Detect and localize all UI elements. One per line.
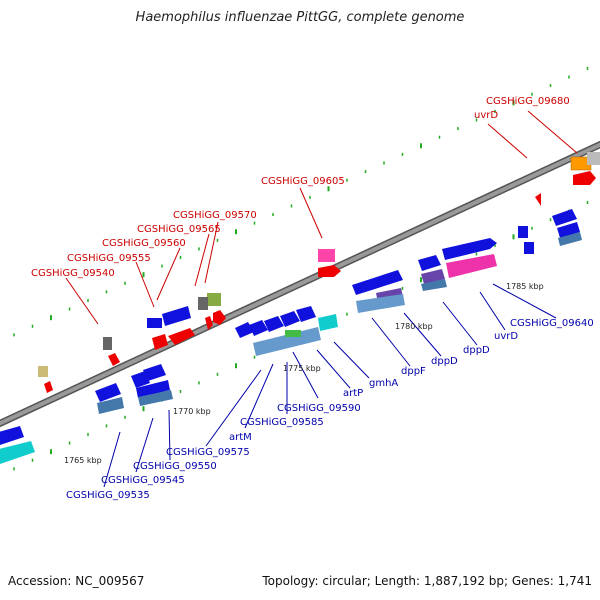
gene-blue-09550-1[interactable] (131, 371, 150, 388)
lower-strand-genes (0, 209, 582, 465)
gene-blue-long-dppD[interactable] (442, 238, 497, 260)
kbp-tick-1780: 1780 kbp (395, 322, 433, 331)
leader-lines (65, 110, 578, 488)
gene-blue-09550-2[interactable] (143, 364, 166, 381)
gene-blue-09545[interactable] (136, 380, 170, 398)
gene-steel-09545[interactable] (138, 390, 173, 406)
gene-blue-art-2[interactable] (249, 320, 268, 336)
gene-blue-small-1[interactable] (518, 226, 528, 238)
gene-magenta-dppD[interactable] (446, 254, 497, 278)
gene-blue-art-3[interactable] (264, 316, 284, 332)
gene-blue-right-2[interactable] (557, 222, 580, 238)
gene-red-small-arrow[interactable] (535, 193, 541, 206)
kbp-tick-1770: 1770 kbp (173, 407, 211, 416)
label-cgshigg-09575[interactable]: CGSHiGG_09575 (166, 447, 250, 458)
gene-09540-box[interactable] (103, 337, 112, 350)
upper-gene-labels: CGSHiGG_09680 uvrD CGSHiGG_09605 CGSHiGG… (31, 96, 570, 279)
kbp-tick-1775: 1775 kbp (283, 364, 321, 373)
gene-uvrD-top-box[interactable] (587, 152, 600, 165)
gene-red-left-arrow[interactable] (44, 381, 53, 393)
label-cgshigg-09540[interactable]: CGSHiGG_09540 (31, 268, 115, 279)
kbp-tick-1765: 1765 kbp (64, 456, 102, 465)
label-cgshigg-09585[interactable]: CGSHiGG_09585 (240, 417, 324, 428)
label-cgshigg-09640[interactable]: CGSHiGG_09640 (510, 318, 594, 329)
gene-red-top-arrow[interactable] (573, 171, 596, 185)
label-uvrd-top[interactable]: uvrD (474, 110, 498, 121)
label-cgshigg-09535[interactable]: CGSHiGG_09535 (66, 490, 150, 501)
gene-blue-top-2[interactable] (147, 318, 162, 328)
gene-cyan-artP[interactable] (318, 314, 338, 331)
label-cgshigg-09590[interactable]: CGSHiGG_09590 (277, 403, 361, 414)
gene-steel-dppF[interactable] (421, 279, 447, 291)
gene-steel-09535[interactable] (97, 397, 124, 414)
label-dppf[interactable]: dppF (401, 366, 426, 377)
label-cgshigg-09570[interactable]: CGSHiGG_09570 (173, 210, 257, 221)
gene-blue-gmhA[interactable] (352, 270, 403, 295)
gene-blue-09535[interactable] (95, 383, 121, 402)
gene-blue-dppF[interactable] (418, 255, 441, 271)
gene-09570-box[interactable] (207, 293, 221, 306)
kbp-scale: 1765 kbp 1770 kbp 1775 kbp 1780 kbp 1785… (64, 282, 544, 465)
label-cgshigg-09605[interactable]: CGSHiGG_09605 (261, 176, 345, 187)
accession-label: Accession: NC_009567 (8, 574, 145, 588)
gene-red-mid-1[interactable] (168, 328, 195, 345)
gene-09605-arrow[interactable] (318, 265, 341, 277)
gene-09605-box[interactable] (318, 249, 335, 262)
map-title: Haemophilus influenzae PittGG, complete … (135, 10, 465, 25)
gene-blue-art-1[interactable] (235, 322, 254, 338)
gene-blue-art-4[interactable] (280, 311, 300, 327)
gene-green-art[interactable] (285, 330, 301, 337)
label-artm[interactable]: artM (229, 432, 252, 443)
gene-blue-top-1[interactable] (162, 306, 191, 326)
genome-stats-label: Topology: circular; Length: 1,887,192 bp… (262, 574, 592, 588)
label-gmha[interactable]: gmhA (369, 378, 398, 389)
lower-gene-labels: CGSHiGG_09640 uvrD dppD dppD dppF gmhA a… (66, 318, 594, 501)
gene-09565-box[interactable] (198, 297, 208, 310)
upper-strand-genes (38, 152, 600, 393)
label-cgshigg-09550[interactable]: CGSHiGG_09550 (133, 461, 217, 472)
gene-red-mid-2[interactable] (152, 334, 168, 350)
gene-09560-arrow[interactable] (213, 310, 226, 325)
genome-backbone (0, 140, 600, 428)
gene-blue-left[interactable] (0, 426, 24, 446)
label-cgshigg-09555[interactable]: CGSHiGG_09555 (67, 253, 151, 264)
label-cgshigg-09545[interactable]: CGSHiGG_09545 (101, 475, 185, 486)
gene-steel-art-long[interactable] (253, 327, 321, 356)
label-artp[interactable]: artP (343, 388, 363, 399)
gene-steel-right[interactable] (558, 232, 582, 246)
kbp-tick-1785: 1785 kbp (506, 282, 544, 291)
gene-cyan-left[interactable] (0, 441, 35, 465)
gene-tan-box[interactable] (38, 366, 48, 377)
label-cgshigg-09680[interactable]: CGSHiGG_09680 (486, 96, 570, 107)
gene-blue-art-5[interactable] (296, 306, 316, 322)
label-dppd-2[interactable]: dppD (431, 356, 458, 367)
gene-09540-arrow[interactable] (108, 353, 120, 366)
gene-steel-gmhA[interactable] (356, 294, 405, 313)
label-dppd-1[interactable]: dppD (463, 345, 490, 356)
gene-blue-small-2[interactable] (524, 242, 534, 254)
gene-blue-right-1[interactable] (552, 209, 577, 226)
gene-09555-arrow[interactable] (205, 316, 213, 330)
label-cgshigg-09560[interactable]: CGSHiGG_09560 (102, 238, 186, 249)
label-cgshigg-09565[interactable]: CGSHiGG_09565 (137, 224, 221, 235)
label-uvrd-bottom[interactable]: uvrD (494, 331, 518, 342)
